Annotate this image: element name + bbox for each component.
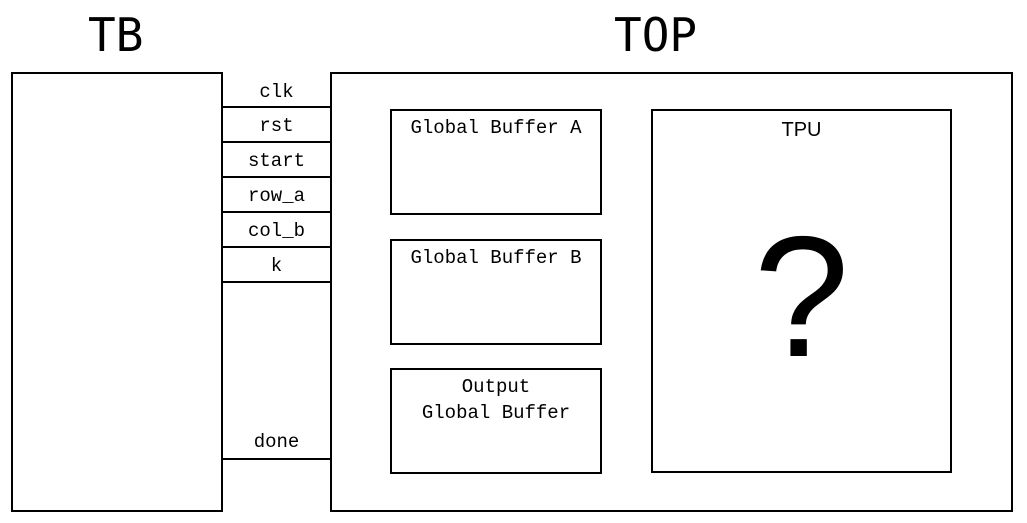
signal-label-rst: rst <box>259 115 294 137</box>
output-buffer-label-line1: Output <box>461 376 531 398</box>
signal-label-clk: clk <box>259 81 294 103</box>
signal-label-row-a: row_a <box>247 185 305 207</box>
tpu-label: TPU <box>781 119 822 141</box>
signal-line-col-b <box>222 246 331 248</box>
signal-label-k: k <box>270 255 283 277</box>
output-buffer-label-line2: Global Buffer <box>421 402 571 424</box>
question-mark-icon: ? <box>753 201 850 393</box>
signal-line-clk <box>222 106 331 108</box>
signal-label-col-b: col_b <box>247 220 305 242</box>
signal-line-done <box>222 458 331 460</box>
signal-line-row-a <box>222 211 331 213</box>
global-buffer-b-label: Global Buffer B <box>410 247 582 269</box>
global-buffer-a-label: Global Buffer A <box>410 117 582 139</box>
signal-line-rst <box>222 141 331 143</box>
signal-label-done: done <box>253 431 300 453</box>
tb-block <box>11 72 223 512</box>
signal-label-start: start <box>247 150 305 172</box>
global-buffer-a: Global Buffer A <box>390 109 602 215</box>
global-buffer-b: Global Buffer B <box>390 239 602 345</box>
top-title: TOP <box>614 8 698 62</box>
signal-line-start <box>222 176 331 178</box>
signal-line-k <box>222 281 331 283</box>
output-global-buffer: Output Global Buffer <box>390 368 602 474</box>
tpu-block: TPU ? <box>651 109 952 473</box>
tb-title: TB <box>88 8 144 62</box>
